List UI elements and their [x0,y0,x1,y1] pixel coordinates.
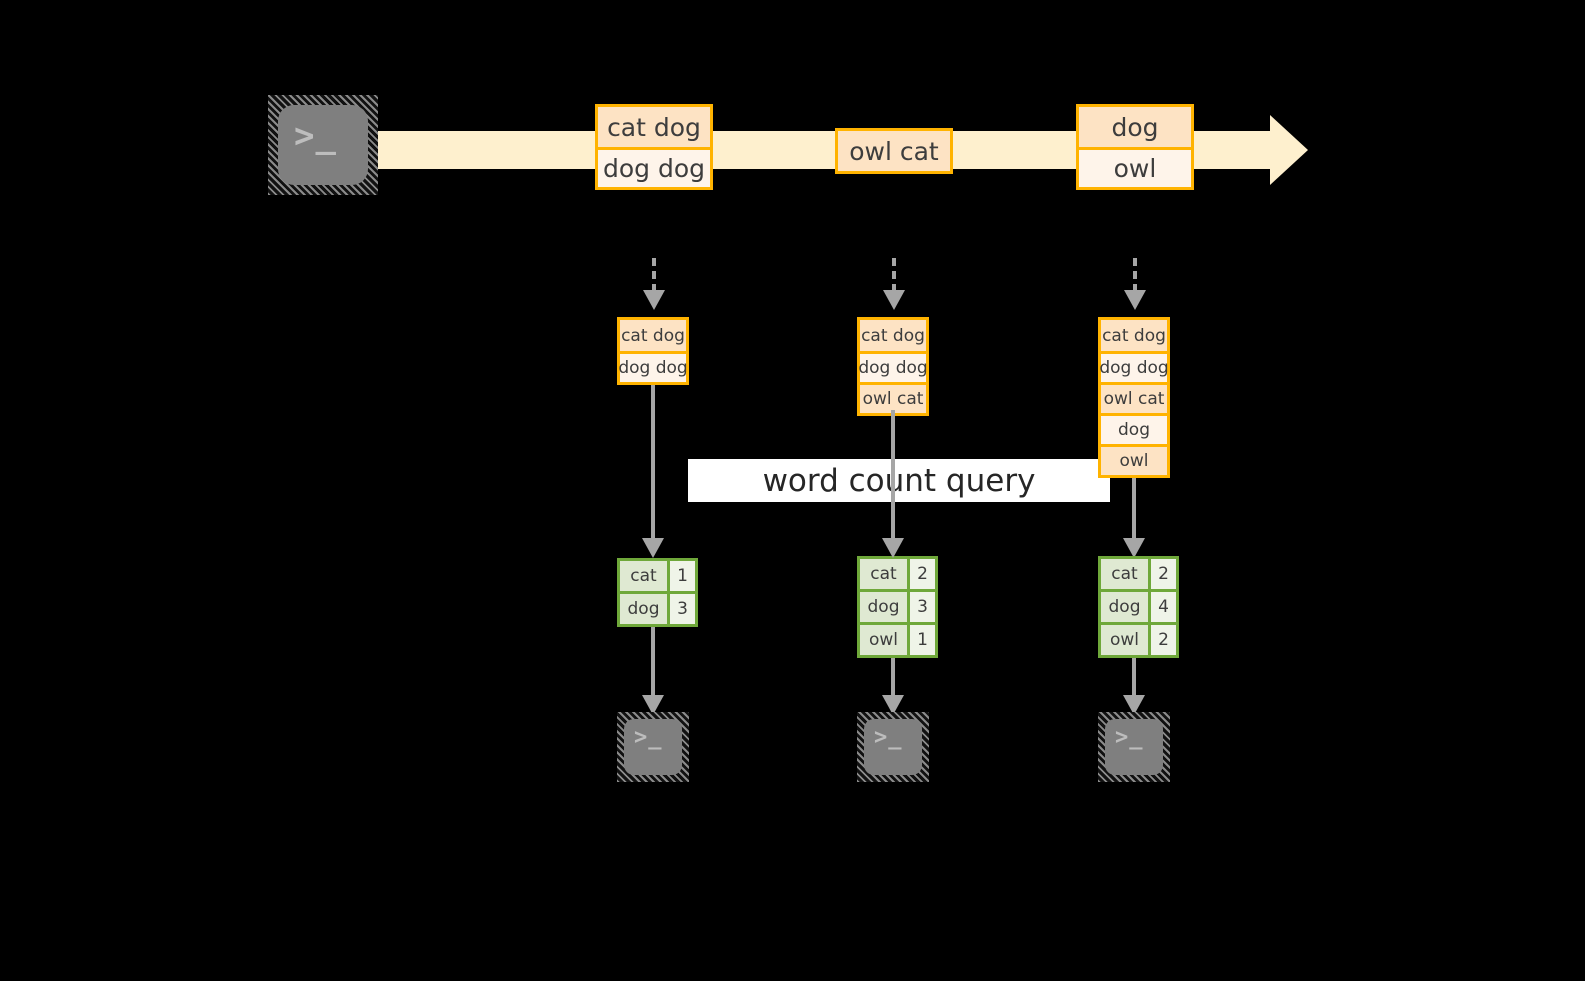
sink-terminal-t3: >_ [1098,712,1170,782]
stack-row: dog dog [618,351,688,382]
stream-message-row: cat dog [598,107,710,147]
table-cell-value: 2 [907,559,935,589]
table-row: owl 2 [1101,622,1176,655]
stream-message-row: dog [1079,107,1191,147]
table-cell-key: owl [860,625,907,655]
table-cell-value: 3 [907,592,935,622]
terminal-prompt-icon: >_ [1115,725,1144,750]
table-row: cat 2 [1101,559,1176,589]
solid-arrow-head-icon [642,538,664,558]
solid-arrow-head-icon [882,538,904,558]
solid-down-arrow-icon [1132,652,1136,704]
stream-message-group-2[interactable]: owl cat [835,128,953,174]
terminal-body: >_ [624,719,682,775]
terminal-body: >_ [278,105,368,185]
snapshot-t1-stack[interactable]: cat dog dog dog [617,317,689,385]
stack-row: cat dog [1101,320,1167,351]
table-cell-value: 2 [1148,559,1176,589]
solid-arrow-head-icon [1123,538,1145,558]
table-cell-key: cat [620,561,667,591]
solid-down-arrow-icon [651,380,655,545]
snapshot-t3-stack[interactable]: cat dog dog dog owl cat dog owl [1098,317,1170,478]
terminal-prompt-icon: >_ [634,725,663,750]
table-cell-key: cat [860,559,907,589]
table-cell-value: 1 [907,625,935,655]
terminal-prompt-icon: >_ [874,725,903,750]
query-label: word count query [688,459,1110,502]
stack-row: owl [1101,444,1167,475]
dashed-arrow-head-icon [1124,290,1146,310]
stream-arrow-icon [1270,115,1308,185]
result-table-t1[interactable]: cat 1 dog 3 [617,558,698,627]
solid-arrow-head-icon [882,695,904,715]
stream-message-row: owl [1079,147,1191,187]
sink-terminal-t2: >_ [857,712,929,782]
table-row: dog 3 [860,589,935,622]
result-table-t2[interactable]: cat 2 dog 3 owl 1 [857,556,938,658]
table-row: dog 4 [1101,589,1176,622]
table-cell-key: cat [1101,559,1148,589]
dashed-down-arrow-icon [1133,258,1137,292]
terminal-body: >_ [864,719,922,775]
solid-arrow-head-icon [1123,695,1145,715]
table-cell-value: 3 [667,594,695,624]
table-cell-value: 4 [1148,592,1176,622]
stack-row: dog [1101,413,1167,444]
stack-row: cat dog [860,320,926,351]
snapshot-t2-stack[interactable]: cat dog dog dog owl cat [857,317,929,416]
dashed-down-arrow-icon [652,258,656,292]
result-table-t3[interactable]: cat 2 dog 4 owl 2 [1098,556,1179,658]
stack-row: owl cat [860,382,926,413]
stack-row: dog dog [858,351,928,382]
table-cell-value: 2 [1148,625,1176,655]
stack-row: dog dog [1099,351,1169,382]
stack-row: owl cat [1101,382,1167,413]
stream-message-row: dog dog [598,147,710,187]
table-cell-value: 1 [667,561,695,591]
stream-message-group-3[interactable]: dog owl [1076,104,1194,190]
table-cell-key: dog [1101,592,1148,622]
solid-down-arrow-icon [1132,470,1136,545]
table-row: cat 2 [860,559,935,589]
dashed-down-arrow-icon [892,258,896,292]
source-terminal: >_ [268,95,378,195]
sink-terminal-t1: >_ [617,712,689,782]
terminal-prompt-icon: >_ [294,116,337,156]
terminal-body: >_ [1105,719,1163,775]
solid-down-arrow-icon [651,625,655,702]
table-row: owl 1 [860,622,935,655]
table-cell-key: dog [620,594,667,624]
dashed-arrow-head-icon [883,290,905,310]
table-row: cat 1 [620,561,695,591]
dashed-arrow-head-icon [643,290,665,310]
solid-down-arrow-icon [891,652,895,704]
stack-row: cat dog [620,320,686,351]
solid-down-arrow-icon [891,410,895,545]
stream-message-group-1[interactable]: cat dog dog dog [595,104,713,190]
stream-message-row: owl cat [838,131,950,171]
solid-arrow-head-icon [642,695,664,715]
table-cell-key: dog [860,592,907,622]
table-row: dog 3 [620,591,695,624]
table-cell-key: owl [1101,625,1148,655]
